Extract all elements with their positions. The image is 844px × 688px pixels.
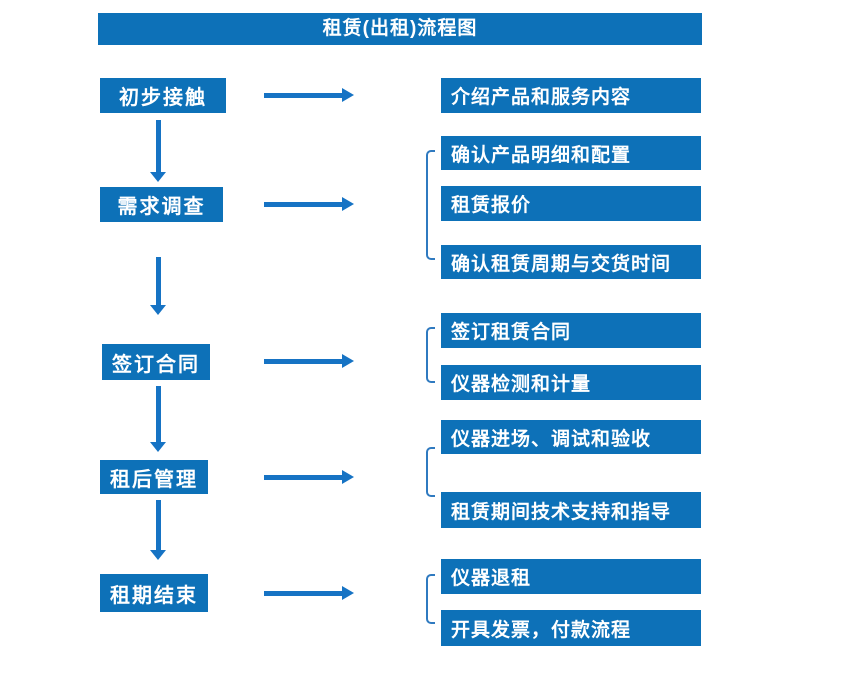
down-arrow-4	[150, 500, 166, 560]
arrow-head-icon	[150, 442, 166, 452]
arrow-head-icon	[342, 470, 354, 484]
arrow-head-icon	[150, 550, 166, 560]
arrow-head-icon	[150, 305, 166, 315]
right-arrow-3	[264, 354, 354, 368]
arrow-shaft	[264, 358, 343, 364]
arrow-shaft	[155, 120, 161, 173]
arrow-shaft	[264, 92, 343, 98]
output-box-instrument-testing: 仪器检测和计量	[441, 365, 701, 400]
output-box-confirm-details: 确认产品明细和配置	[441, 136, 701, 170]
output-box-introduce-products: 介绍产品和服务内容	[441, 78, 701, 113]
arrow-head-icon	[342, 586, 354, 600]
arrow-head-icon	[150, 172, 166, 182]
down-arrow-1	[150, 120, 166, 182]
output-box-instrument-setup: 仪器进场、调试和验收	[441, 420, 701, 454]
group-bracket-3	[426, 327, 435, 383]
step-box-rental-end: 租期结束	[100, 574, 208, 612]
down-arrow-3	[150, 386, 166, 452]
step-box-demand-survey: 需求调查	[100, 187, 223, 222]
right-arrow-4	[264, 470, 354, 484]
group-bracket-2	[426, 150, 435, 260]
right-arrow-5	[264, 586, 354, 600]
step-box-sign-contract: 签订合同	[102, 344, 210, 380]
arrow-head-icon	[342, 197, 354, 211]
output-box-instrument-return: 仪器退租	[441, 559, 701, 594]
output-box-tech-support: 租赁期间技术支持和指导	[441, 492, 701, 528]
group-bracket-4	[426, 447, 435, 497]
right-arrow-1	[264, 88, 354, 102]
output-box-invoice-payment: 开具发票，付款流程	[441, 610, 701, 646]
flowchart-title: 租赁(出租)流程图	[98, 13, 702, 45]
arrow-head-icon	[342, 354, 354, 368]
arrow-shaft	[264, 474, 343, 480]
output-box-confirm-period: 确认租赁周期与交货时间	[441, 245, 701, 279]
step-box-initial-contact: 初步接触	[100, 78, 226, 113]
arrow-shaft	[155, 257, 161, 306]
arrow-head-icon	[342, 88, 354, 102]
arrow-shaft	[264, 201, 343, 207]
down-arrow-2	[150, 257, 166, 315]
arrow-shaft	[155, 386, 161, 443]
step-box-post-rental-management: 租后管理	[100, 460, 208, 494]
arrow-shaft	[155, 500, 161, 551]
right-arrow-2	[264, 197, 354, 211]
group-bracket-5	[426, 574, 435, 624]
output-box-sign-rental-contract: 签订租赁合同	[441, 313, 701, 348]
output-box-rental-quote: 租赁报价	[441, 186, 701, 221]
arrow-shaft	[264, 590, 343, 596]
